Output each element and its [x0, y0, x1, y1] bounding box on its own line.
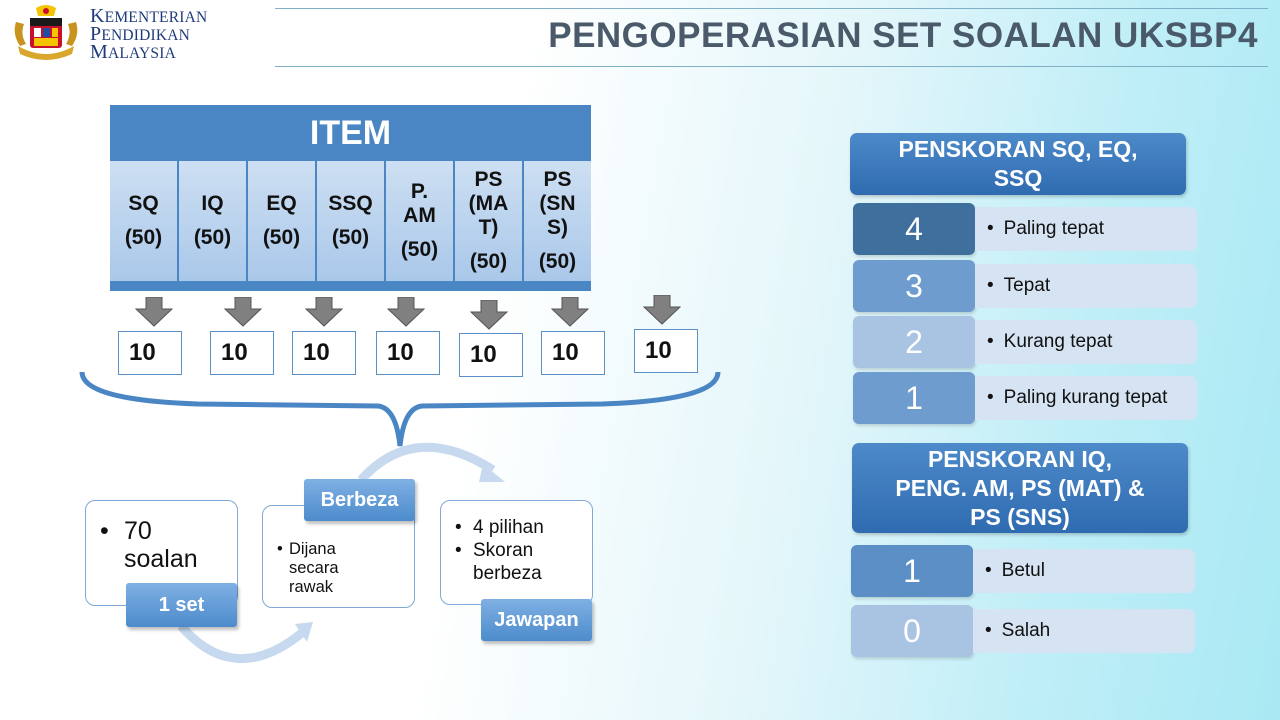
item-code: P. AM — [403, 180, 436, 227]
card-bullet: Dijana secara rawak — [277, 540, 377, 597]
score-label: Tepat — [1003, 275, 1051, 296]
score-value: 1 — [853, 372, 975, 424]
scoring-iq-title-text: PENSKORAN IQ, PENG. AM, PS (MAT) & PS (S… — [895, 445, 1145, 530]
item-column: PS (SN S) (50) — [524, 161, 591, 281]
item-count: (50) — [400, 238, 439, 261]
score-description: • Tepat — [975, 264, 1197, 308]
item-column: SQ (50) — [110, 161, 177, 281]
score-value: 3 — [853, 260, 975, 312]
bullet-icon: • — [985, 620, 992, 641]
score-label: Kurang tepat — [1003, 331, 1113, 352]
count-box: 10 — [210, 331, 274, 375]
item-column: PS (MA T) (50) — [455, 161, 522, 281]
down-arrow-icon — [224, 297, 262, 327]
scoring-iq-title: PENSKORAN IQ, PENG. AM, PS (MAT) & PS (S… — [852, 443, 1188, 533]
score-description: • Kurang tepat — [975, 320, 1197, 364]
item-heading: ITEM — [309, 113, 392, 152]
item-column: EQ (50) — [248, 161, 315, 281]
item-count: (50) — [124, 226, 163, 249]
count-box: 10 — [541, 331, 605, 375]
scoring-sq-title: PENSKORAN SQ, EQ, SSQ — [850, 133, 1186, 195]
count-box: 10 — [292, 331, 356, 375]
item-count: (50) — [331, 226, 370, 249]
ministry-name: KEMENTERIAN PENDIDIKAN MALAYSIA — [90, 5, 208, 63]
score-label: Paling kurang tepat — [1003, 387, 1168, 408]
curved-arrow-bottom — [177, 622, 313, 664]
score-description: • Salah — [973, 609, 1195, 653]
down-arrow-icon — [551, 297, 589, 327]
bullet-icon: • — [985, 560, 992, 581]
tag-jawapan: Jawapan — [481, 599, 592, 641]
score-label: Salah — [1001, 620, 1051, 641]
card-bullet: 4 pilihan — [455, 516, 585, 539]
item-count: (50) — [262, 226, 301, 249]
count-box: 10 — [459, 333, 523, 377]
item-columns: SQ(50)IQ(50)EQ(50)SSQ(50)P. AM(50)PS (MA… — [110, 161, 591, 281]
bullet-icon: • — [987, 275, 994, 296]
bullet-icon: • — [987, 387, 994, 408]
item-code: SSQ — [328, 192, 373, 215]
score-value: 4 — [853, 203, 975, 255]
score-row: 1 • Paling kurang tepat — [853, 372, 1199, 424]
item-code: IQ — [201, 192, 224, 215]
flow-card-random: Dijana secara rawak — [262, 505, 415, 608]
score-description: • Paling kurang tepat — [975, 376, 1197, 420]
count-box: 10 — [376, 331, 440, 375]
item-column: IQ (50) — [179, 161, 246, 281]
down-arrow-icon — [387, 297, 425, 327]
score-row: 1 • Betul — [851, 545, 1197, 597]
item-count: (50) — [193, 226, 232, 249]
score-row: 2 • Kurang tepat — [853, 316, 1199, 368]
item-column: P. AM (50) — [386, 161, 453, 281]
score-description: • Paling tepat — [975, 207, 1197, 251]
score-label: Betul — [1001, 560, 1045, 581]
down-arrow-icon — [643, 295, 681, 325]
down-arrow-icon — [135, 297, 173, 327]
score-value: 1 — [851, 545, 973, 597]
item-column: SSQ (50) — [317, 161, 384, 281]
card-bullet: 70 soalan — [100, 517, 220, 573]
item-code: PS (MA T) — [468, 168, 509, 239]
card-bullet: Skoran berbeza — [455, 539, 585, 585]
ministry-line-3: MALAYSIA — [90, 41, 176, 63]
count-box: 10 — [118, 331, 182, 375]
down-arrow-icon — [470, 300, 508, 330]
tag-1-set: 1 set — [126, 583, 237, 627]
ministry-line-2: PENDIDIKAN — [90, 23, 191, 45]
jata-negara-logo — [14, 5, 78, 60]
score-row: 0 • Salah — [851, 605, 1197, 657]
item-table: ITEM SQ(50)IQ(50)EQ(50)SSQ(50)P. AM(50)P… — [110, 105, 591, 291]
tag-berbeza: Berbeza — [304, 479, 415, 521]
item-code: EQ — [266, 192, 297, 215]
score-value: 0 — [851, 605, 973, 657]
page-title: PENGOPERASIAN SET SOALAN UKSBP4 — [548, 16, 1258, 55]
header-top-rule — [275, 8, 1268, 9]
item-code: SQ — [128, 192, 159, 215]
score-row: 4 • Paling tepat — [853, 203, 1199, 255]
header-bottom-rule — [275, 66, 1268, 67]
scoring-sq-title-text: PENSKORAN SQ, EQ, SSQ — [898, 136, 1138, 191]
bullet-icon: • — [987, 331, 994, 352]
flow-card-answer: 4 pilihan Skoran berbeza — [440, 500, 593, 605]
item-code: PS (SN S) — [539, 168, 576, 239]
ministry-line-1: KEMENTERIAN — [90, 5, 208, 27]
curved-arrow-top — [357, 442, 505, 484]
bullet-icon: • — [987, 218, 994, 239]
item-count: (50) — [469, 250, 508, 273]
score-row: 3 • Tepat — [853, 260, 1199, 312]
curly-brace — [79, 371, 721, 447]
score-description: • Betul — [973, 549, 1195, 593]
score-label: Paling tepat — [1003, 218, 1105, 239]
count-box: 10 — [634, 329, 698, 373]
score-value: 2 — [853, 316, 975, 368]
item-count: (50) — [538, 250, 577, 273]
down-arrow-icon — [305, 297, 343, 327]
